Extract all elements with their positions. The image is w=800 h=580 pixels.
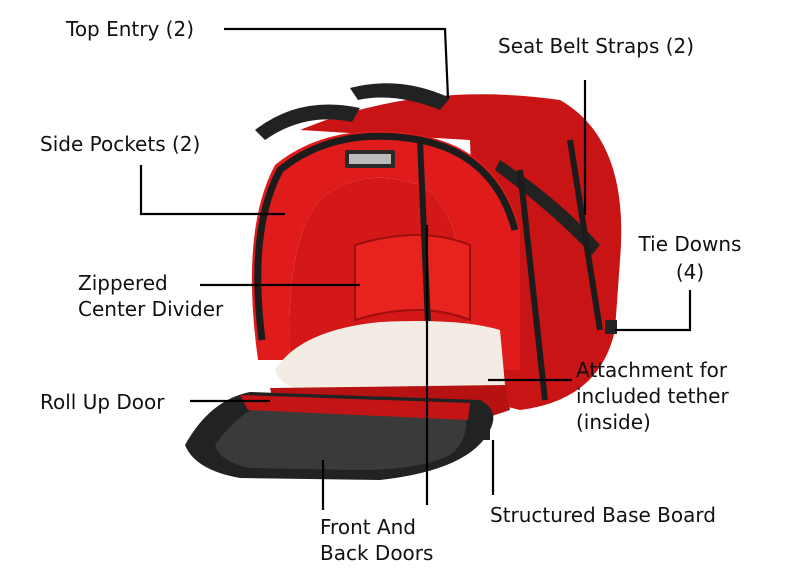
top-handle-left [255, 104, 360, 140]
leader-side-pockets [139, 165, 285, 216]
attachment-line-1: Attachment for [576, 358, 728, 382]
attachment-line-2: included tether [576, 384, 729, 408]
tie-downs-line-2: (4) [675, 260, 705, 284]
leader-tie-downs [615, 290, 692, 332]
top-handle-right [350, 83, 450, 110]
front-back-line-1: Front And [320, 515, 416, 539]
tie-downs-line-1: Tie Downs [638, 232, 742, 256]
label-seat-belt-straps: Seat Belt Straps (2) [498, 34, 695, 58]
zippered-line-1: Zippered [78, 271, 168, 295]
attachment-line-3: (inside) [576, 410, 651, 434]
front-back-line-2: Back Doors [320, 541, 434, 565]
label-top-entry: Top Entry (2) [66, 17, 195, 41]
label-structured-base-board: Structured Base Board [490, 503, 716, 527]
leader-top-entry [224, 27, 450, 99]
label-zippered-center-divider: Zippered Center Divider [78, 270, 223, 322]
carrier-back-shell [300, 94, 622, 411]
carrier-front-arch [251, 131, 521, 370]
label-front-back-doors: Front And Back Doors [320, 514, 433, 566]
label-attachment-tether: Attachment for included tether (inside) [576, 357, 729, 435]
zippered-line-2: Center Divider [78, 297, 224, 321]
cushion-pad [275, 321, 505, 390]
label-roll-up-door: Roll Up Door [40, 390, 165, 414]
label-side-pockets: Side Pockets (2) [40, 132, 201, 156]
label-tie-downs: Tie Downs (4) [628, 231, 752, 285]
leader-lines [139, 27, 692, 510]
center-divider [354, 234, 471, 322]
